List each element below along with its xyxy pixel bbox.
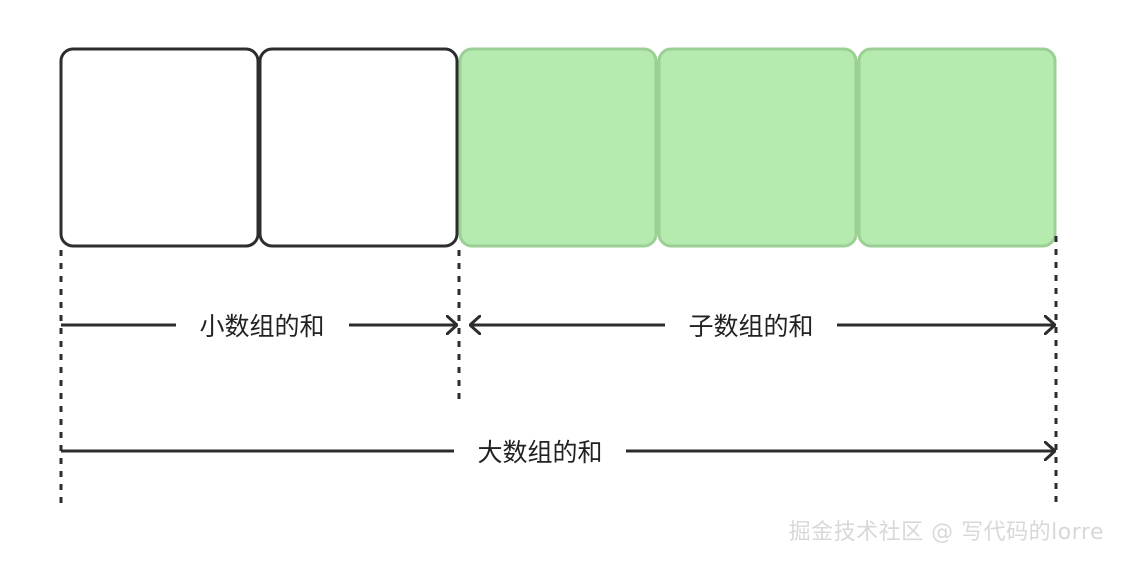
array-cell-2: [258, 47, 459, 248]
watermark: 掘金技术社区 @ 写代码的lorre: [788, 520, 1104, 545]
small-sum-label: 小数组的和: [199, 312, 324, 341]
big-sum-label: 大数组的和: [477, 438, 602, 467]
guide-lines: [59, 236, 1058, 508]
array-cell-5: [857, 47, 1057, 248]
array-cells: [59, 47, 1057, 248]
sub-sum-label: 子数组的和: [688, 312, 813, 341]
array-cell-1: [59, 47, 260, 248]
array-cell-3: [458, 47, 658, 248]
array-cell-4: [657, 47, 858, 248]
